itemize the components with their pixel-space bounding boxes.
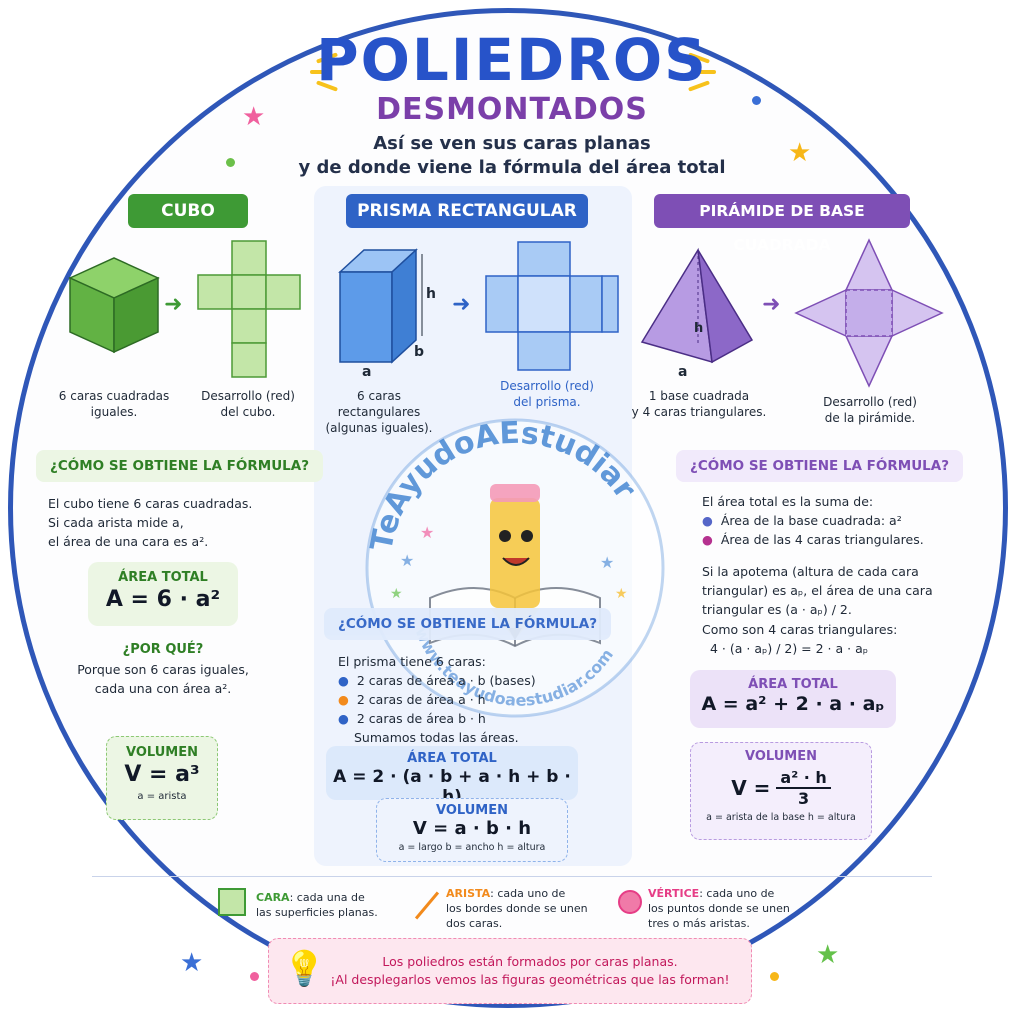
title-dash — [310, 70, 332, 74]
star-icon: ★ — [615, 586, 628, 602]
star-icon: ★ — [400, 551, 414, 570]
pyramid-volume-box: VOLUMEN V = a² · h 3 a = arista de la ba… — [690, 742, 872, 840]
legend-vertice: VÉRTICE: cada uno de los puntos donde se… — [648, 887, 790, 930]
pyramid-area-box: ÁREA TOTAL A = a² + 2 · a · aₚ — [690, 670, 896, 728]
star-icon: ★ — [180, 948, 204, 978]
cube-explanation: El cubo tiene 6 caras cuadradas. Si cada… — [48, 496, 253, 549]
page-title: POLIEDROS — [316, 26, 708, 94]
pyramid-question: ¿CÓMO SE OBTIENE LA FÓRMULA? — [676, 450, 964, 482]
cube-caption-left: 6 caras cuadradas iguales. — [58, 389, 170, 419]
prism-volume-box: VOLUMEN V = a · b · h a = largo b = anch… — [376, 798, 568, 862]
pyramid-explanation: El área total es la suma de: ● Área de l… — [702, 492, 942, 549]
cube-area-formula: A = 6 · a² — [105, 587, 221, 612]
pyramid-caption-left: 1 base cuadrada y 4 caras triangulares. — [631, 389, 767, 419]
pyramid-apothem-text: Si la apotema (altura de cada cara trian… — [702, 564, 933, 617]
star-icon: ★ — [390, 586, 403, 602]
vertex-dot-icon — [618, 890, 642, 914]
prism-dim-b: b — [414, 344, 424, 360]
cube-caption-right: Desarrollo (red) del cubo. — [201, 389, 295, 419]
arrow-right-icon: ➜ — [762, 292, 781, 317]
legend-cara: CARA: cada una de las superficies planas… — [256, 891, 378, 919]
pyramid-3d-icon: h a — [640, 247, 754, 378]
watermark-logo: TeAyudoAEstudiar www.teayudoaestudiar.co… — [364, 418, 665, 718]
arrow-right-icon: ➜ — [452, 292, 471, 317]
intro-text: Así se ven sus caras planas y de donde v… — [298, 133, 726, 178]
dot-icon — [250, 972, 259, 981]
prism-caption-right: Desarrollo (red) del prisma. — [500, 379, 594, 409]
prism-net-icon — [485, 241, 619, 371]
prism-question: ¿CÓMO SE OBTIENE LA FÓRMULA? — [324, 608, 612, 640]
star-icon: ★ — [420, 523, 434, 542]
cube-why-label: ¿POR QUÉ? — [122, 642, 204, 657]
legend-divider — [92, 876, 932, 877]
title-dash — [694, 70, 716, 74]
star-icon: ★ — [816, 940, 840, 970]
cube-why-text: Porque son 6 caras iguales, cada una con… — [77, 662, 249, 696]
cube-net-icon — [197, 240, 301, 378]
prism-3d-icon: h b a — [338, 248, 436, 378]
cube-volume-formula: V = a³ — [124, 762, 200, 787]
list-item: ● 2 caras de área a · h — [338, 692, 486, 707]
dot-icon — [770, 972, 779, 981]
star-icon: ★ — [788, 138, 812, 168]
footer-note: 💡 Los poliedros están formados por caras… — [268, 938, 752, 1004]
arrow-right-icon: ➜ — [164, 292, 183, 317]
prism-volume-formula: V = a · b · h — [412, 818, 532, 839]
lightbulb-icon: 💡 — [283, 949, 326, 989]
list-item: ● Área de la base cuadrada: a² — [702, 513, 902, 528]
cube-volume-box: VOLUMEN V = a³ a = arista — [106, 736, 218, 820]
cube-question: ¿CÓMO SE OBTIENE LA FÓRMULA? — [36, 450, 324, 482]
pyramid-dim-a: a — [678, 364, 687, 378]
star-icon: ★ — [600, 553, 614, 572]
cube-3d-icon — [68, 257, 160, 354]
list-item: ● Área de las 4 caras triangulares. — [702, 532, 924, 547]
face-swatch-icon — [218, 888, 246, 916]
prism-caption-left: 6 caras rectangulares (algunas iguales). — [325, 389, 433, 435]
pyramid-label: PIRÁMIDE DE BASE CUADRADA — [654, 194, 910, 254]
pyramid-four-faces-text: Como son 4 caras triangulares: 4 · (a · … — [702, 622, 898, 656]
star-icon: ★ — [242, 102, 266, 132]
pyramid-dim-h: h — [694, 321, 703, 336]
dot-icon — [226, 158, 235, 167]
pyramid-area-formula: A = a² + 2 · a · aₚ — [701, 693, 885, 715]
prism-dim-a: a — [362, 364, 371, 378]
list-item: ● 2 caras de área b · h — [338, 711, 486, 726]
legend-arista: ARISTA: cada uno de los bordes donde se … — [446, 887, 588, 930]
dot-icon — [752, 96, 761, 105]
list-item: ● 2 caras de área a · b (bases) — [338, 673, 536, 688]
cube-area-box: ÁREA TOTAL A = 6 · a² — [88, 562, 238, 626]
page-subtitle: DESMONTADOS — [376, 92, 648, 127]
prism-area-box: ÁREA TOTAL A = 2 · (a · b + a · h + b · … — [326, 746, 578, 807]
pyramid-volume-formula: V = a² · h 3 — [691, 768, 871, 808]
prism-explanation: El prisma tiene 6 caras: ● 2 caras de ár… — [338, 652, 608, 747]
pyramid-net-icon — [794, 238, 944, 388]
pyramid-caption-right: Desarrollo (red) de la pirámide. — [823, 395, 917, 425]
prism-label: PRISMA RECTANGULAR — [346, 194, 588, 228]
cube-label: CUBO — [128, 194, 248, 228]
prism-dim-h: h — [426, 286, 436, 302]
